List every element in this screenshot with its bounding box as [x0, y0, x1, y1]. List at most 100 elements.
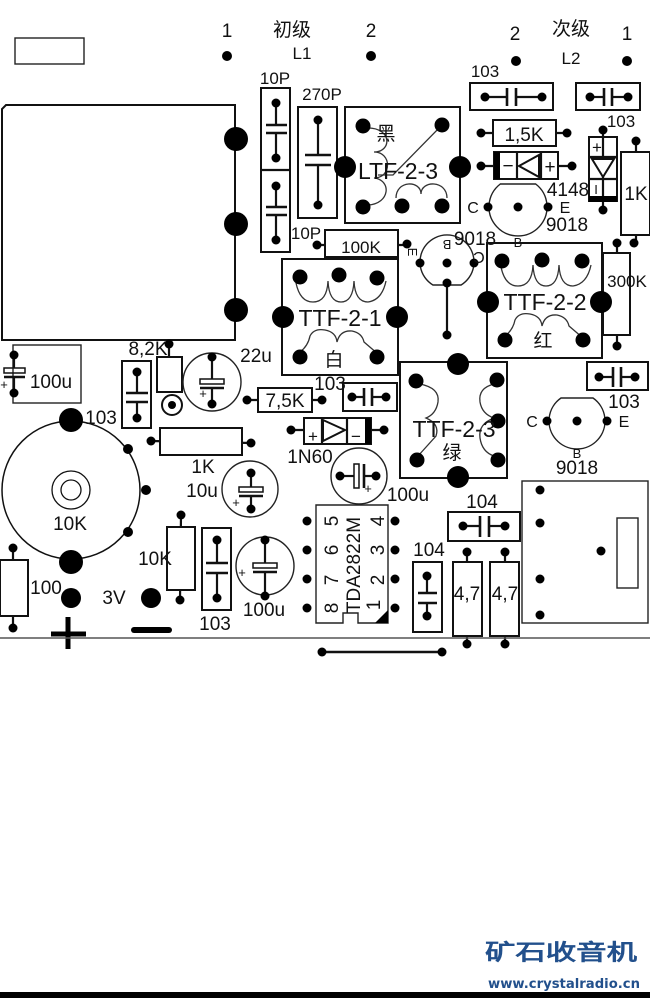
transistor-model: 9018 [546, 215, 588, 236]
capacitor-outline [221, 460, 279, 518]
pad [535, 574, 545, 584]
cathode-mark: I [594, 182, 598, 197]
capacitor-100u-mid: + 100u [330, 447, 429, 506]
capacitor-value: 100u [30, 372, 72, 393]
pad [141, 485, 151, 495]
logo-url: www.crystalradio.cn [488, 977, 640, 992]
pad [123, 444, 133, 454]
pad [489, 372, 505, 388]
resistor-body [452, 561, 483, 637]
pad [132, 367, 142, 377]
pad [511, 56, 521, 66]
polarity-plus: + [364, 481, 372, 496]
resistor-body [0, 559, 29, 617]
ic-pin-number: 3 [368, 545, 389, 556]
pad [347, 392, 357, 402]
capacitor-100u-bottom: + 100u [235, 535, 295, 621]
ic-pin-number: 2 [368, 575, 389, 586]
brand-logo: 矿石收音机 www.crystalradio.cn [485, 940, 640, 992]
capacitor-value: 10P [291, 224, 321, 243]
polarity-plus: + [592, 138, 602, 157]
plus-symbol-icon [51, 617, 86, 649]
potentiometer-outline [1, 420, 141, 560]
pad [497, 332, 513, 348]
base-label: B [573, 446, 582, 461]
pad [500, 521, 510, 531]
capacitor-value: 10u [186, 481, 218, 502]
diode-arrow-icon [516, 153, 540, 179]
coil-l1-label: L1 [293, 44, 312, 63]
capacitor-103-top-a: 103 [469, 62, 554, 111]
coil-model-label: TTF-2-3 [412, 416, 495, 442]
pad-positive [61, 588, 81, 608]
capacitor-103-right: 103 [586, 361, 649, 413]
capacitor-104-vertical: 104 [412, 540, 445, 633]
pad [9, 388, 19, 398]
tuning-capacitor-outline [1, 104, 236, 341]
pad [631, 136, 641, 146]
resistor-value: 8,2K [128, 339, 167, 360]
pad [612, 238, 622, 248]
pad [575, 332, 591, 348]
pad [594, 372, 604, 382]
resistor-value: 10K [138, 549, 172, 570]
potentiometer-shaft-inner [60, 479, 82, 501]
collector-label: C [473, 248, 485, 265]
pad [313, 200, 323, 210]
diode-value: 4148 [547, 180, 589, 201]
pad-base [513, 202, 523, 212]
cathode-band [365, 418, 371, 444]
cathode-band [494, 152, 500, 179]
resistor-8-2k: 8,2K [128, 339, 183, 416]
polarity-plus: + [238, 565, 246, 580]
diode-4148-vertical: + I [588, 125, 618, 215]
diode-arrow-icon [590, 158, 616, 179]
resistor-body [489, 561, 520, 637]
pad [207, 352, 217, 362]
resistor-value: 100 [30, 578, 62, 599]
pad [585, 92, 595, 102]
pad [458, 521, 468, 531]
pad-base [572, 416, 582, 426]
pad [334, 156, 356, 178]
pad [355, 199, 371, 215]
pad [442, 278, 452, 288]
capacitor-10u: + 10u [186, 460, 279, 518]
polarity-plus: + [0, 377, 8, 392]
capacitor-100u-left: + 100u [0, 344, 82, 404]
capacitor-outline [586, 361, 649, 391]
pad [629, 238, 639, 248]
pad-emitter [602, 416, 612, 426]
ic-pin-number: 7 [322, 575, 343, 586]
resistor-body [620, 151, 650, 236]
resistor-value: 4,7 [492, 584, 518, 605]
pad [146, 436, 156, 446]
pad [224, 127, 248, 151]
pin1-marker [375, 610, 388, 623]
pad-collector [542, 416, 552, 426]
pad [317, 647, 327, 657]
pad [476, 161, 486, 171]
potentiometer-shaft [51, 470, 91, 510]
pad [381, 392, 391, 402]
coil-winding [395, 183, 448, 199]
pad [462, 639, 472, 649]
pad [176, 510, 186, 520]
round-pad-outline [161, 394, 183, 416]
pad [123, 527, 133, 537]
ic-pin-number: 8 [322, 603, 343, 614]
coil-color-label: 白 [324, 349, 343, 371]
pad [622, 56, 632, 66]
pad [271, 153, 281, 163]
capacitor-10p-pair: 10P 10P [260, 69, 321, 253]
ic-pin-number: 5 [322, 516, 343, 527]
transistor-outline [488, 183, 548, 237]
polarity-minus: − [351, 427, 361, 446]
pad [371, 471, 381, 481]
ic-pad [390, 603, 400, 613]
pad [574, 253, 590, 269]
pad [477, 291, 499, 313]
coil-model-label: TTF-2-1 [298, 305, 381, 331]
pad [434, 117, 450, 133]
